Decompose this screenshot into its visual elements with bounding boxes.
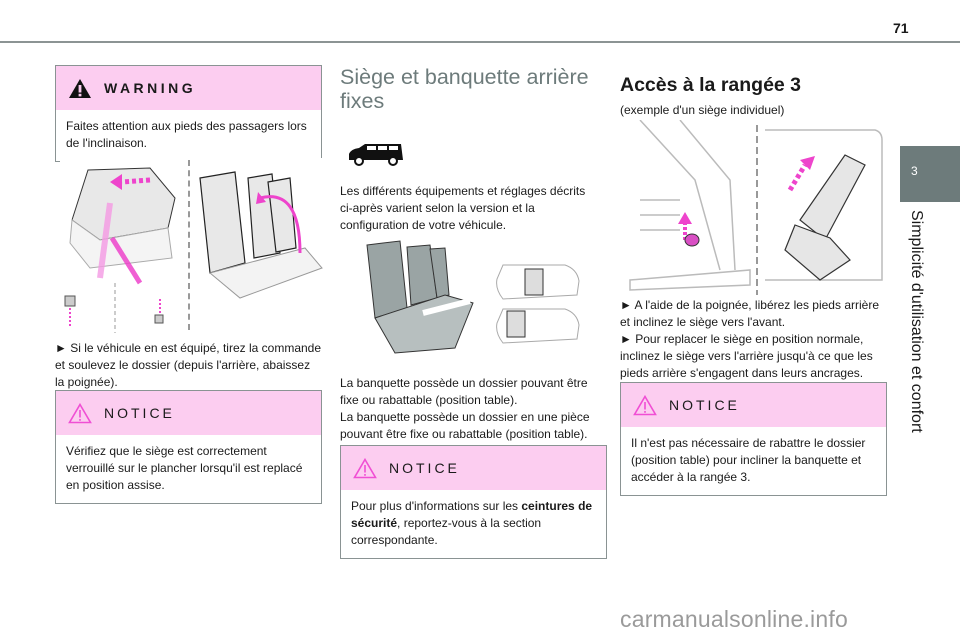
row3-access-seat-tilt-illustration (629, 119, 883, 295)
intro-text: Les différents équipements et réglages d… (340, 184, 586, 232)
paragraph-1: La banquette possède un dossier pouvant … (340, 376, 588, 407)
warning-box: WARNING Faites attention aux pieds des p… (55, 65, 322, 162)
chapter-title-text: Simplicité d'utilisation et confort (908, 210, 925, 433)
warning-title: WARNING (104, 80, 197, 96)
warning-triangle-icon (69, 78, 91, 98)
watermark[interactable]: carmanualsonline.info (620, 606, 848, 632)
step-1: ► A l'aide de la poignée, libérez les pi… (620, 298, 879, 329)
notice-box: NOTICE Il n'est pas nécessaire de rabatt… (620, 382, 887, 496)
chapter-number: 3 (911, 164, 918, 178)
paragraph-2: La banquette possède un dossier en une p… (340, 410, 590, 441)
van-icon (345, 142, 405, 171)
seatbelt-link-text: ceintures de sécurité (351, 499, 593, 530)
row3-access-figure (620, 119, 890, 295)
notice-text: Il n'est pas nécessaire de rabattre le d… (631, 436, 866, 484)
warning-text: Faites attention aux pieds des passagers… (66, 119, 307, 150)
notice-text: Vérifiez que le siège est correctement v… (66, 444, 303, 492)
notice-title: NOTICE (389, 460, 460, 476)
instruction-text: ► Si le véhicule en est équipé, tirez la… (55, 341, 322, 389)
notice-title: NOTICE (104, 405, 175, 421)
section-heading: Siège et banquette arrière fixes (340, 65, 589, 113)
header-rule (0, 41, 960, 43)
rear-bench-figure (345, 233, 600, 368)
notice-title: NOTICE (669, 397, 740, 413)
column-3: Accès à la rangée 3 (exemple d'un siège … (620, 65, 890, 496)
figure-divider (188, 160, 190, 330)
notice-box: NOTICE Vérifiez que le siège est correct… (55, 390, 322, 504)
notice-box: NOTICE Pour plus d'informations sur les … (340, 445, 607, 559)
notice-triangle-icon (633, 394, 657, 415)
chapter-title: Simplicité d'utilisation et confort (905, 210, 931, 450)
notice-header: NOTICE (341, 446, 606, 490)
notice-triangle-icon (68, 402, 92, 423)
page-number: 71 (893, 20, 909, 36)
notice-header: NOTICE (621, 383, 886, 427)
notice-header: NOTICE (56, 391, 321, 435)
section-heading: Accès à la rangée 3 (620, 74, 802, 96)
warning-header: WARNING (56, 66, 321, 110)
section-subtitle: (exemple d'un siège individuel) (620, 103, 785, 117)
notice-triangle-icon (353, 457, 377, 478)
column-2: Siège et banquette arrière fixes Les dif… (340, 65, 610, 559)
notice-text: Pour plus d'informations sur les ceintur… (351, 499, 593, 547)
fixed-rear-bench-illustration (366, 240, 580, 354)
seat-backrest-figure (60, 158, 330, 333)
step-2: ► Pour replacer le siège en position nor… (620, 332, 873, 380)
column-1: WARNING Faites attention aux pieds des p… (55, 65, 330, 504)
chapter-tab[interactable]: 3 (900, 146, 960, 202)
seat-backrest-lift-illustration (64, 167, 323, 333)
